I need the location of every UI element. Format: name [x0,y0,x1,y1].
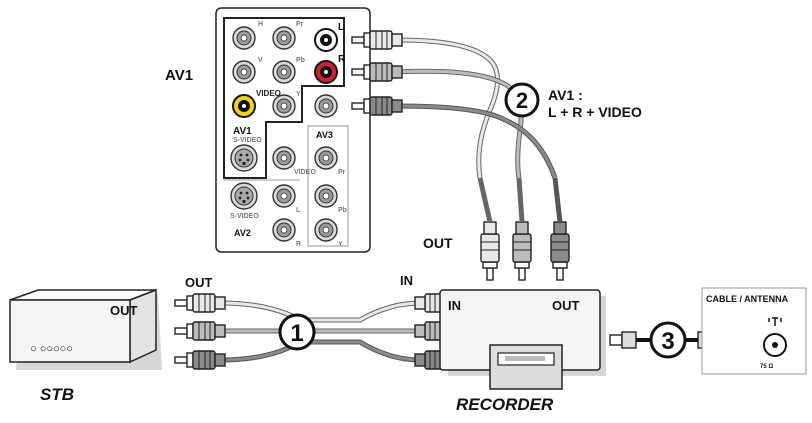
recorder-out-top-label: OUT [423,235,453,251]
stb-name: STB [40,385,74,404]
jack-audio-l [314,28,338,52]
panel-title-av1: AV1 [165,67,193,84]
recorder-in-label: IN [448,298,461,313]
antenna-wall-plate [701,287,807,375]
jack-r-av2 [272,218,296,242]
label-h: H [258,21,263,28]
jack-audio-r [314,60,338,84]
plug-recorder-l [480,221,500,281]
label-pb-av3: Pb [338,207,347,214]
svg-text:3: 3 [661,328,674,355]
jack-pb [272,60,296,84]
jack-h [232,26,256,50]
label-av3: AV3 [316,130,333,140]
antenna-impedance: 75 Ω [760,364,773,370]
jack-av1-extra [314,94,338,118]
jack-video-av2 [272,146,296,170]
jack-pb-av3 [314,184,338,208]
plug-recorder-video [550,221,570,281]
recorder-drop-cables [477,177,563,223]
label-y-av3: Y [338,241,343,248]
label-pb: Pb [296,57,305,64]
jack-pr [272,26,296,50]
plug-stb-video [174,350,226,370]
jack-l-av2 [272,184,296,208]
label-v: V [258,57,263,64]
plug-stb-l [174,293,226,313]
stb-box: ○ ○○○○○ [9,288,162,370]
svideo-jack-av1 [230,144,258,172]
label-r-av2: R [296,241,301,248]
recorder-name: RECORDER [456,395,554,414]
jack-video [232,94,256,118]
svg-text:1: 1 [290,320,303,347]
label-l-av2: L [296,207,301,214]
label-r: R [338,54,346,65]
step-1-badge: 1 [278,313,316,351]
jack-v [232,60,256,84]
step-3-badge: 3 [649,321,687,359]
step-2-line1: AV1 : [548,87,583,103]
label-y: Y [296,91,301,98]
svideo-jack-av2 [230,182,258,210]
label-pr-av3: Pr [338,169,346,176]
jack-pr-av3 [314,146,338,170]
svg-text:2: 2 [516,88,528,113]
stb-cable-out-label: OUT [185,275,213,290]
antenna-label: CABLE / ANTENNA [706,294,789,304]
recorder-out-label: OUT [552,298,580,313]
stb-recorder-cables [219,300,421,363]
label-av1-panel: AV1 [233,126,252,137]
label-video: VIDEO [256,89,281,98]
tv-av-panel: H Pr L V Pb R VIDEO Y AV1 S-VIDEO VIDEO … [215,7,371,253]
recorder-cable-in-label: IN [400,273,413,288]
step-2-badge: 2 [504,82,540,118]
label-video-small: VIDEO [294,169,316,176]
label-svideo-small: S-VIDEO [233,137,262,144]
label-pr: Pr [296,21,304,28]
recorder-box [439,289,606,390]
jack-y-av3 [314,218,338,242]
label-av2: AV2 [234,228,251,238]
label-svideo-av2: S-VIDEO [230,213,259,220]
label-l: L [338,22,344,33]
stb-out-label: OUT [110,303,138,318]
jack-y [272,94,296,118]
step-2-line2: L + R + VIDEO [548,104,642,120]
plug-stb-r [174,321,226,341]
plug-recorder-r [512,221,532,281]
stb-display: ○ ○○○○○ [30,343,73,355]
